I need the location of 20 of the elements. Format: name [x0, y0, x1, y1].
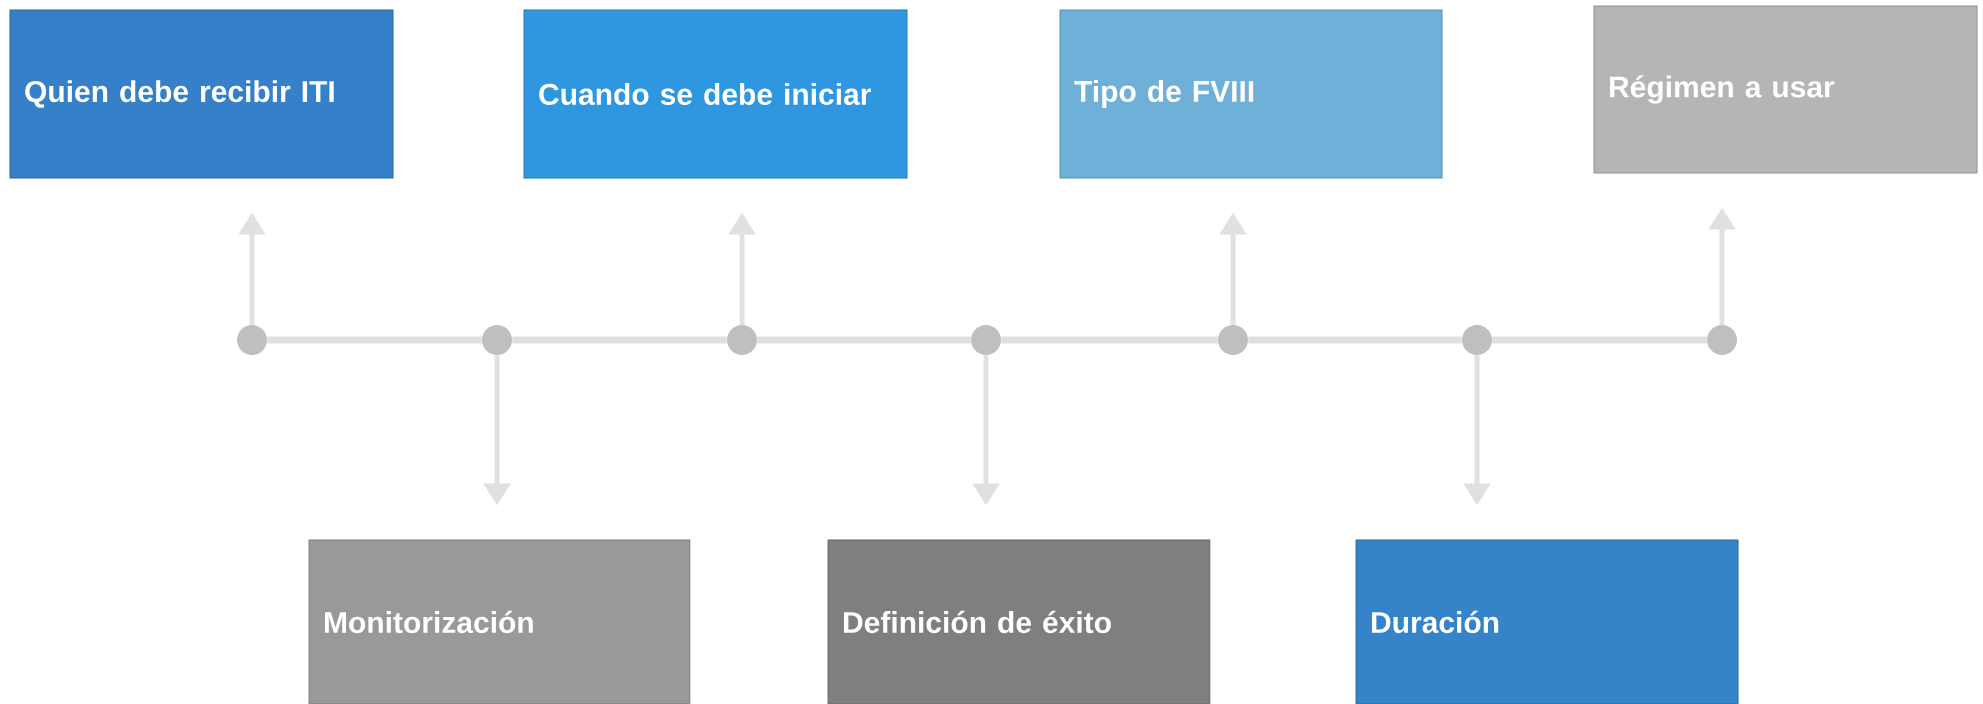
timeline-dot [1218, 325, 1248, 355]
timeline-line [1492, 336, 1707, 344]
timeline-line [1248, 336, 1462, 344]
timeline-line [512, 336, 727, 344]
timeline-dot [482, 325, 512, 355]
text-box: Monitorización [308, 539, 691, 704]
timeline-line [757, 336, 971, 344]
timeline-line [267, 336, 482, 344]
text-box: Cuando se debe iniciar [523, 9, 908, 179]
text-box: Régimen a usar [1593, 5, 1978, 174]
timeline-line [1001, 336, 1218, 344]
text-box: Duración [1355, 539, 1739, 704]
timeline-dot [1707, 325, 1737, 355]
timeline-dot [237, 325, 267, 355]
text-box: Tipo de FVIII [1059, 9, 1443, 179]
timeline-dot [1462, 325, 1492, 355]
timeline-dot [971, 325, 1001, 355]
text-box: Definición de éxito [827, 539, 1211, 704]
text-box: Quien debe recibir ITI [9, 9, 394, 179]
timeline-dot [727, 325, 757, 355]
